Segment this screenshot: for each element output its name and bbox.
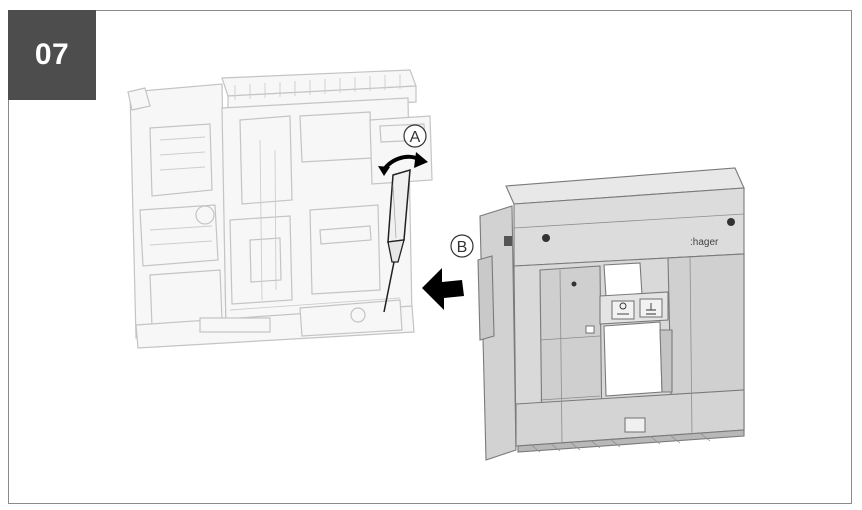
screw-right <box>727 218 735 226</box>
callout-a: A <box>403 124 427 148</box>
step-number: 07 <box>34 38 70 71</box>
breaker-detail-lines <box>149 74 401 311</box>
step-number-badge: 07 <box>8 10 96 100</box>
front-housing <box>477 167 745 461</box>
small-port <box>585 325 595 334</box>
panel-icons <box>617 302 656 315</box>
rotation-arrow <box>378 152 428 176</box>
breaker-mechanism <box>127 69 433 349</box>
housing-detail-lines <box>513 213 745 453</box>
screwdriver <box>383 168 411 313</box>
hinge-pin <box>504 236 512 246</box>
callout-b: B <box>450 234 474 258</box>
svg-text:A: A <box>410 129 421 146</box>
svg-text:B: B <box>457 239 468 256</box>
indicator-dot <box>571 281 577 287</box>
screw-left <box>542 234 550 242</box>
push-arrow <box>422 268 464 310</box>
hager-logo: :hager <box>690 237 719 248</box>
